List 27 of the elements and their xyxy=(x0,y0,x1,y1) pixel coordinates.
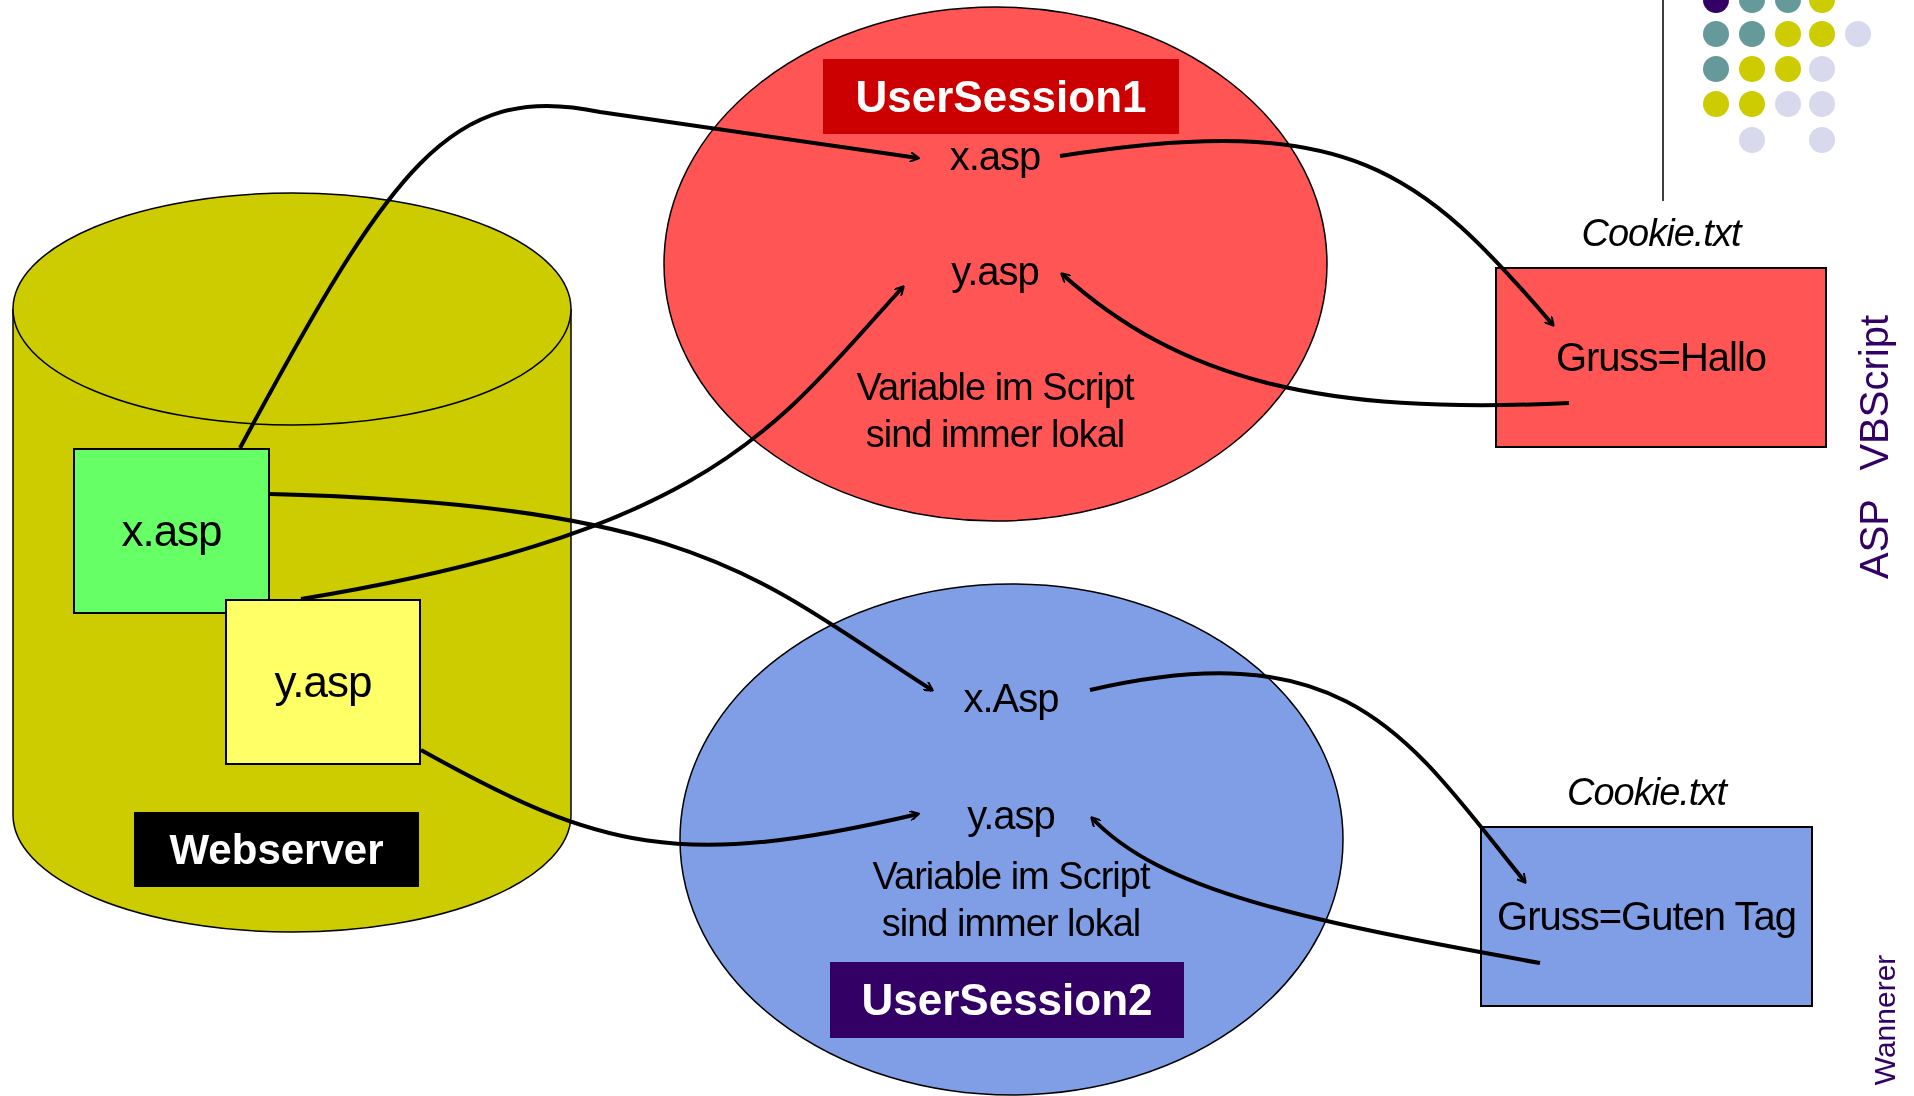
arrow xyxy=(1059,139,1555,327)
session-ellipse xyxy=(679,583,1344,1096)
arrow xyxy=(300,285,905,601)
arrow xyxy=(269,492,934,692)
note-text: Variable im Script sind immer lokal xyxy=(855,364,1136,457)
arrow xyxy=(1089,671,1527,884)
arrow xyxy=(238,104,920,449)
page-label: x.Asp xyxy=(948,670,1074,726)
title-label: Webserver xyxy=(134,812,419,887)
arrow xyxy=(420,748,920,847)
cookie-box: Gruss=Guten Tag xyxy=(1480,826,1813,1007)
arrow xyxy=(1090,816,1541,965)
file-box: y.asp xyxy=(225,599,421,765)
arrow xyxy=(1060,272,1570,407)
file-name-caption: Cookie.txt xyxy=(1566,771,1729,814)
title-label: UserSession2 xyxy=(830,962,1184,1038)
author-name: Wannerer xyxy=(1868,954,1902,1086)
page-label: y.asp xyxy=(935,243,1055,299)
title-label: UserSession1 xyxy=(823,59,1179,134)
page-label: y.asp xyxy=(948,787,1074,843)
file-box: x.asp xyxy=(73,448,270,614)
note-text: Variable im Script sind immer lokal xyxy=(871,853,1152,946)
cookie-box: Gruss=Hallo xyxy=(1495,267,1827,448)
cylinder-shape xyxy=(12,192,572,932)
session-ellipse xyxy=(663,6,1328,522)
file-name-caption: Cookie.txt xyxy=(1580,212,1744,255)
side-caption: ASP VBScript xyxy=(1851,315,1897,579)
